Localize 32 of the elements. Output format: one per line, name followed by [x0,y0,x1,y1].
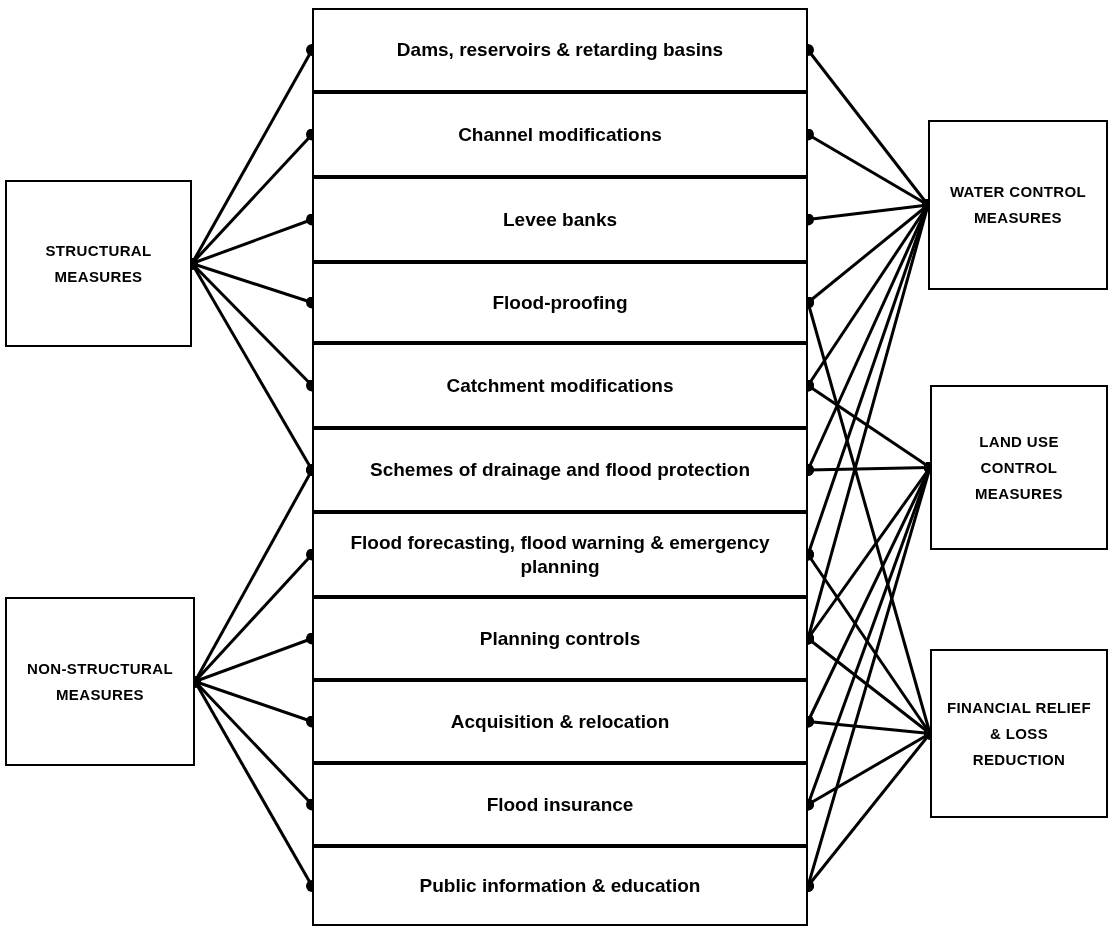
category-box [930,385,1108,550]
category-box [928,120,1108,290]
measure-label: Flood forecasting, flood warning & emergency planning [349,530,771,579]
measure-label: Schemes of drainage and flood protection [368,458,751,482]
measure-label: Flood insurance [485,792,635,817]
category-label: WATER CONTROL MEASURES [948,182,1088,228]
measure-row [312,343,808,428]
measure-row [312,177,808,262]
category-label: STRUCTURAL MEASURES [44,240,153,287]
category-box [930,649,1108,818]
measure-row [312,763,808,846]
measure-label: Dams, reservoirs & retarding basins [395,38,725,62]
measure-label: Channel modifications [457,122,663,147]
measure-row [312,597,808,680]
measure-label: Planning controls [478,626,642,651]
measure-row [312,512,808,597]
measure-row [312,680,808,763]
category-label: LAND USE CONTROL MEASURES [974,431,1064,504]
measure-row [312,846,808,926]
category-box [5,180,192,347]
measure-row [312,428,808,512]
measure-label: Public information & education [418,874,702,898]
category-label: NON-STRUCTURAL MEASURES [25,658,175,705]
measure-label: Levee banks [501,207,619,232]
measure-label: Flood-proofing [491,290,629,315]
measure-row [312,92,808,177]
measure-row [312,262,808,343]
measure-label: Acquisition & relocation [449,709,671,734]
category-label: FINANCIAL RELIEF & LOSS REDUCTION [945,697,1093,770]
measure-row [312,8,808,92]
measure-label: Catchment modifications [445,373,675,398]
category-box [5,597,195,766]
